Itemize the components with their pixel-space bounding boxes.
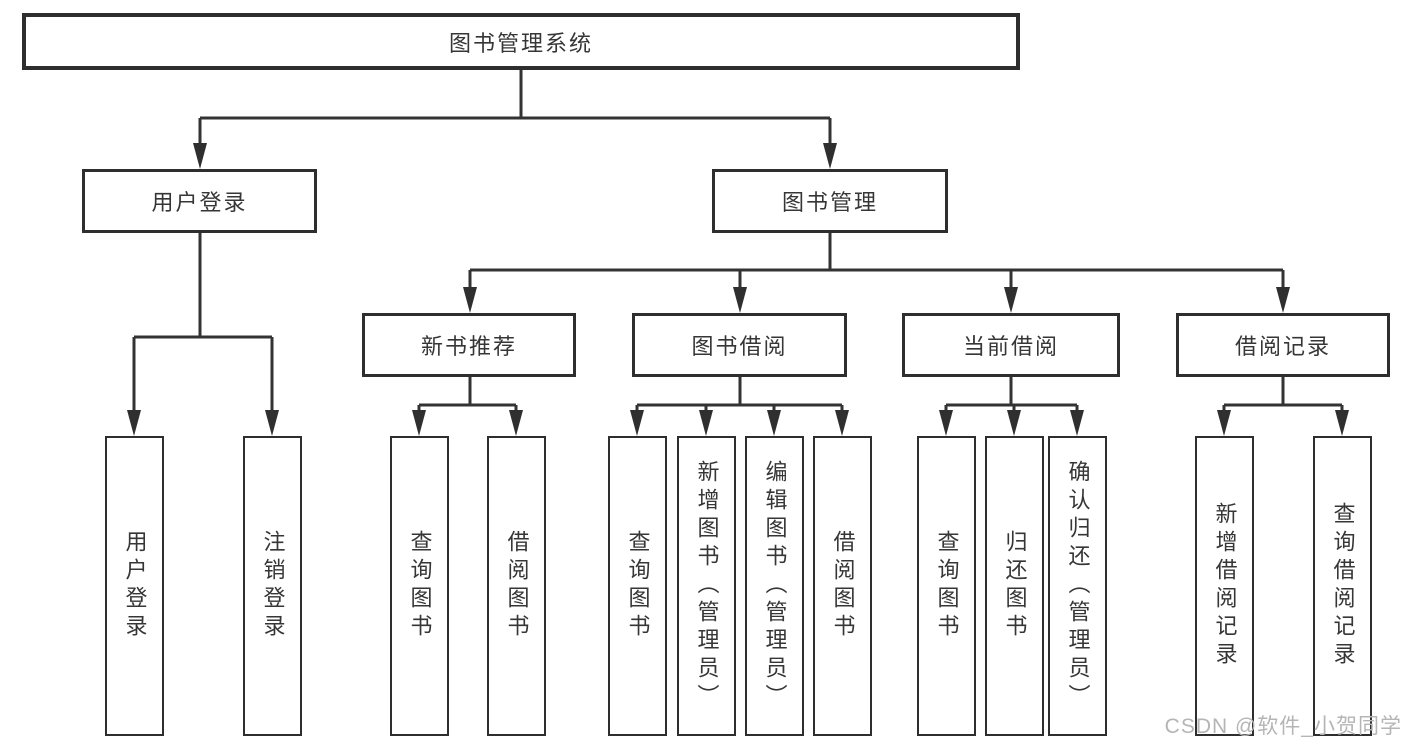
node-label: 注销登录	[260, 530, 286, 642]
connector-book-mgmt-to-level3	[463, 233, 1290, 313]
node-label: 新增图书（管理员）	[694, 460, 720, 712]
node-leaf-query-books-3: 查询图书	[917, 436, 976, 736]
node-label: 图书管理系统	[448, 30, 593, 56]
node-label: 查询图书	[625, 530, 651, 642]
node-leaf-query-books-1: 查询图书	[390, 436, 449, 736]
connector-book-borrow-to-leaves	[630, 377, 849, 436]
node-leaf-edit-book-admin: 编辑图书（管理员）	[745, 436, 804, 736]
node-leaf-add-book-admin: 新增图书（管理员）	[677, 436, 736, 736]
node-user-login: 用户登录	[82, 169, 317, 233]
node-leaf-borrow-books-1: 借阅图书	[487, 436, 546, 736]
node-label: 新增借阅记录	[1212, 502, 1238, 670]
node-label: 查询图书	[407, 530, 433, 642]
node-label: 图书管理	[781, 190, 878, 215]
node-new-book-recommend: 新书推荐	[362, 313, 576, 377]
connector-user-login-to-leaves	[127, 233, 279, 436]
node-leaf-confirm-return-admin: 确认归还（管理员）	[1048, 436, 1107, 736]
connector-new-book-to-leaves	[412, 377, 523, 436]
node-borrowing-records: 借阅记录	[1176, 313, 1390, 377]
connector-current-borrow-to-leaves	[939, 377, 1084, 436]
node-label: 图书借阅	[691, 334, 788, 359]
node-label: 当前借阅	[962, 334, 1059, 359]
node-label: 编辑图书（管理员）	[762, 460, 788, 712]
connector-root-to-level2	[193, 70, 837, 169]
node-leaf-return-books: 归还图书	[985, 436, 1044, 736]
node-leaf-logout: 注销登录	[243, 436, 302, 736]
node-library-management-system: 图书管理系统	[22, 13, 1020, 70]
node-leaf-add-borrow-record: 新增借阅记录	[1195, 436, 1254, 736]
node-label: 查询借阅记录	[1330, 502, 1356, 670]
node-label: 用户登录	[122, 530, 148, 642]
node-label: 借阅图书	[504, 530, 530, 642]
node-label: 确认归还（管理员）	[1065, 460, 1091, 712]
node-label: 查询图书	[934, 530, 960, 642]
node-leaf-user-login: 用户登录	[105, 436, 164, 736]
node-book-borrowing: 图书借阅	[632, 313, 847, 377]
node-leaf-query-books-2: 查询图书	[608, 436, 667, 736]
node-label: 归还图书	[1002, 530, 1028, 642]
node-leaf-borrow-books-2: 借阅图书	[813, 436, 872, 736]
node-label: 借阅记录	[1234, 334, 1331, 359]
connector-borrow-records-to-leaves	[1217, 377, 1349, 436]
node-book-management: 图书管理	[712, 169, 948, 233]
node-label: 新书推荐	[420, 334, 517, 359]
node-label: 借阅图书	[830, 530, 856, 642]
node-current-borrowing: 当前借阅	[902, 313, 1120, 377]
node-leaf-query-borrow-record: 查询借阅记录	[1313, 436, 1372, 736]
node-label: 用户登录	[151, 190, 248, 215]
